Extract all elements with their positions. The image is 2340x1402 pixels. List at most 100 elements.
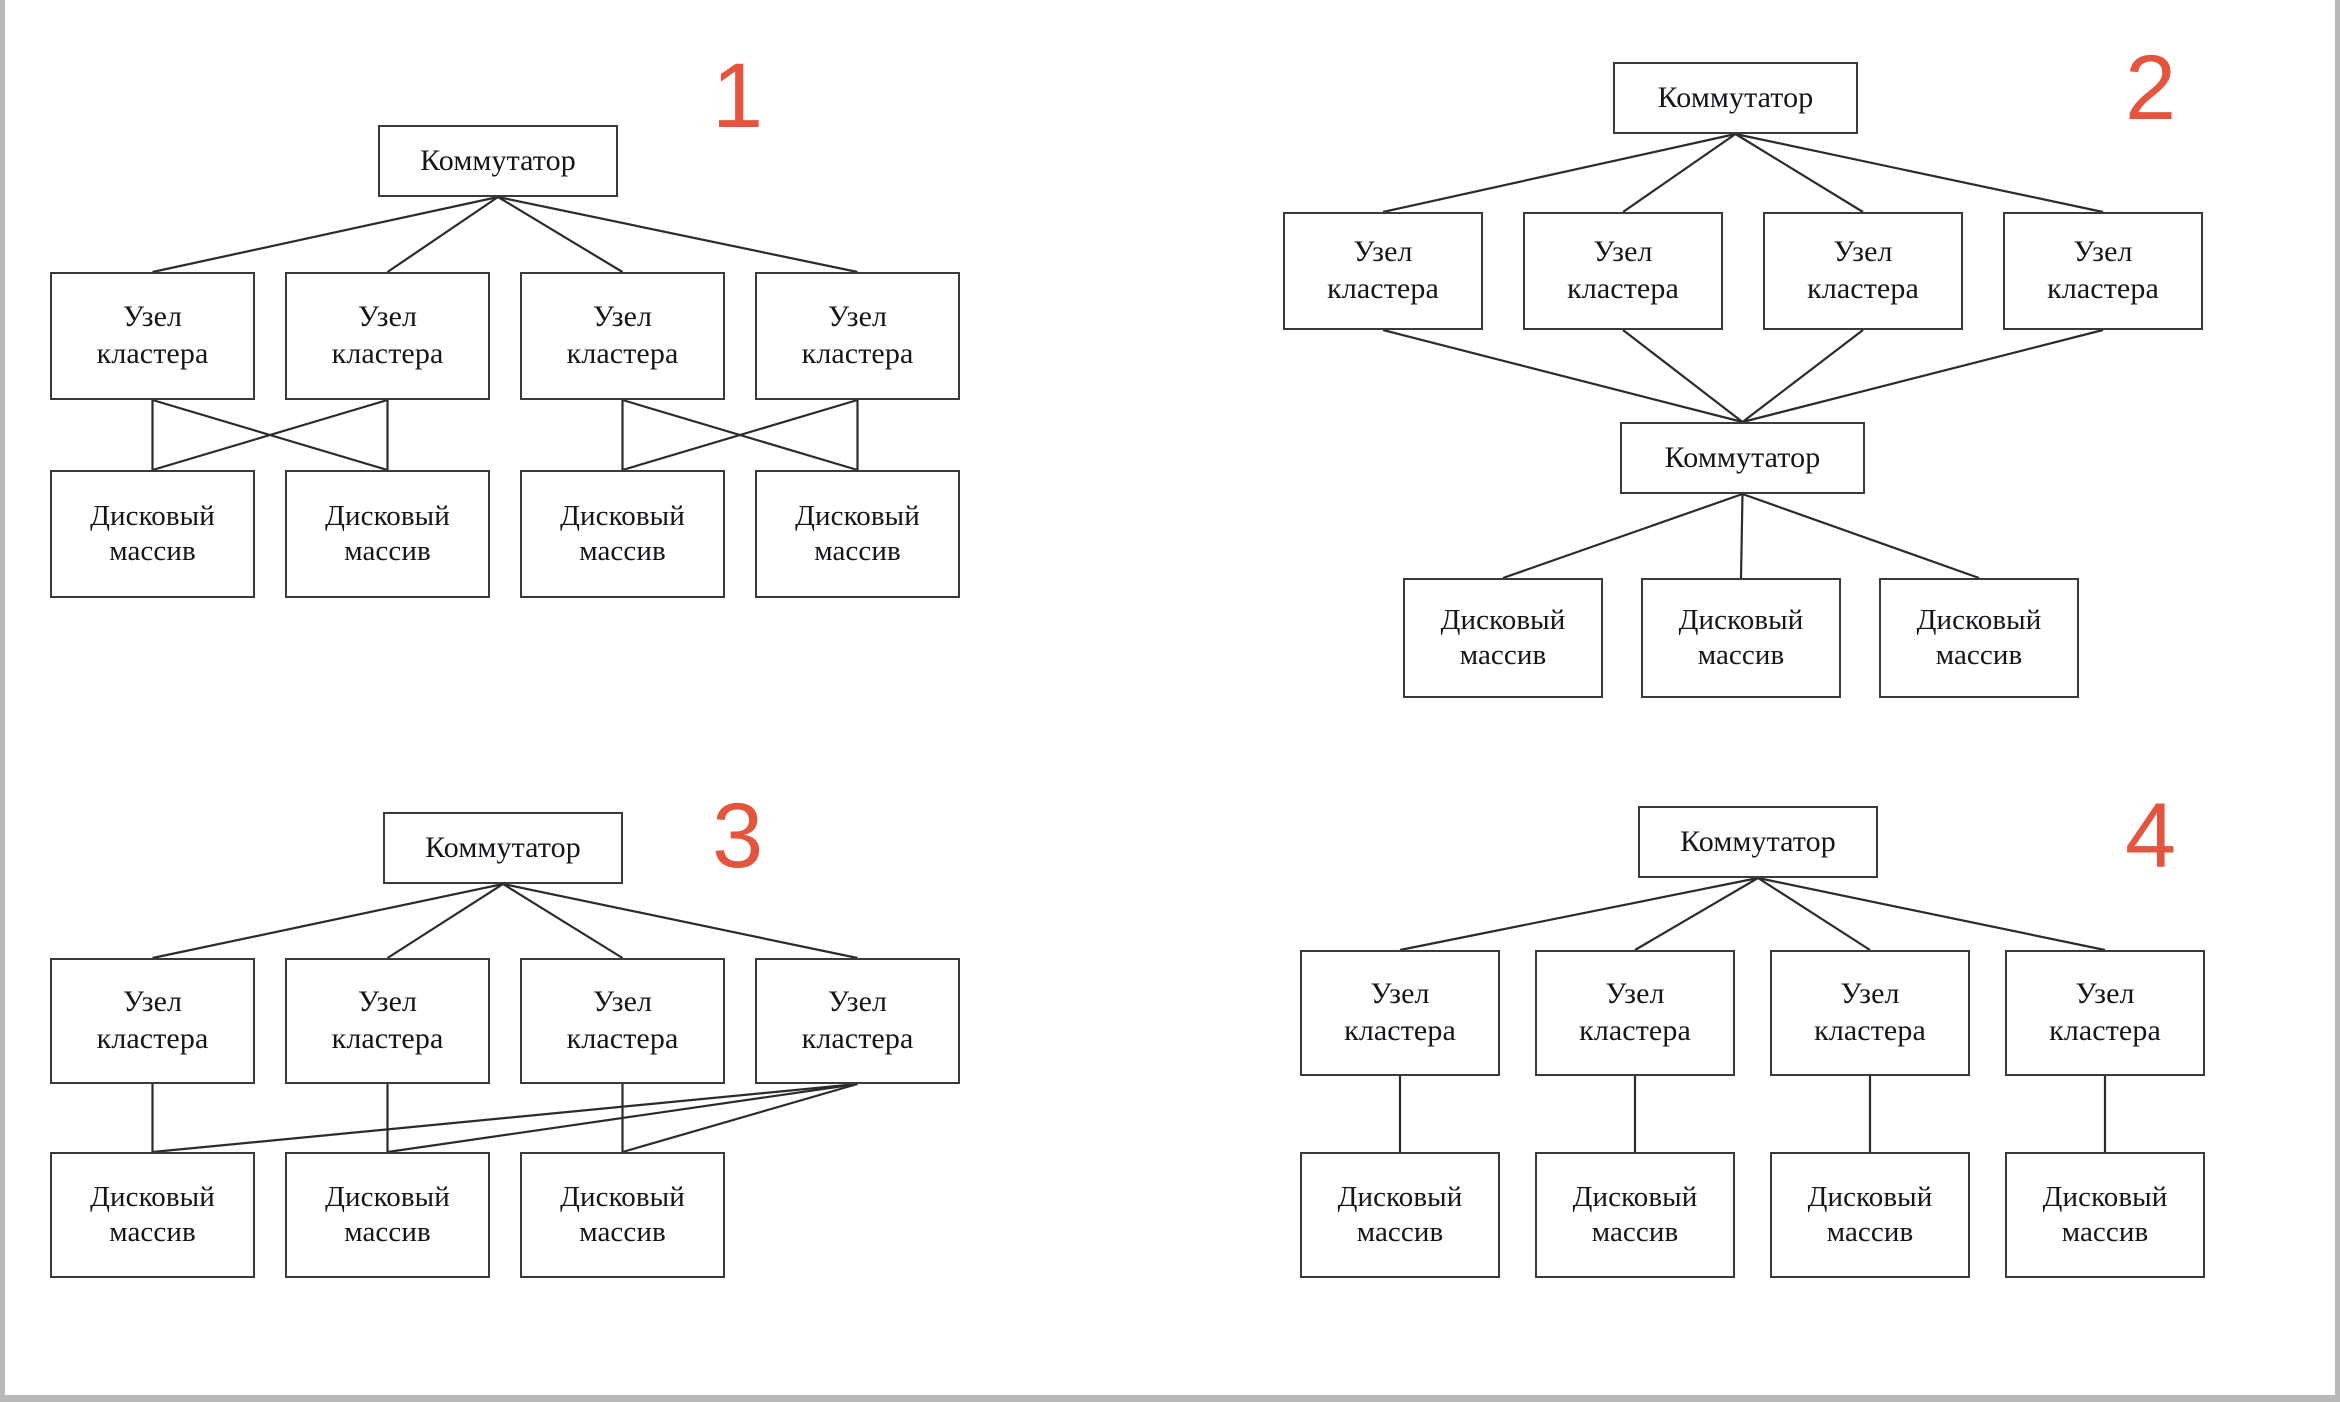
node-label-line2: кластера xyxy=(801,337,914,370)
node-label-line2: кластера xyxy=(1567,272,1679,305)
disk-label-line1: Дисковый xyxy=(560,1180,685,1213)
switch-label: Коммутатор xyxy=(1680,824,1836,858)
node-label-line2: кластера xyxy=(1327,272,1439,305)
disk-label-line1: Дисковый xyxy=(1678,603,1804,636)
panel-4-node-2: Узел кластера xyxy=(1535,950,1735,1076)
switch-label: Коммутатор xyxy=(1657,80,1814,114)
disk-label-line1: Дисковый xyxy=(1572,1180,1698,1213)
panel-4-node-1: Узел кластера xyxy=(1300,950,1500,1076)
disk-label-line2: массив xyxy=(814,535,901,567)
disk-label-line1: Дисковый xyxy=(1440,603,1566,636)
disk-label-line1: Дисковый xyxy=(2042,1180,2168,1213)
node-label-line1: Узел xyxy=(1353,235,1413,269)
disk-label-line2: массив xyxy=(1935,639,2023,671)
panel-2-connections xyxy=(1382,132,2104,580)
panel-3-disk-3: Дисковый массив xyxy=(520,1152,725,1278)
disk-label-line2: массив xyxy=(1591,1216,1679,1248)
panel-1-disk-2: Дисковый массив xyxy=(285,470,490,598)
panel-4-disk-4: Дисковый массив xyxy=(2005,1152,2205,1278)
panel-3-disk-2: Дисковый массив xyxy=(285,1152,490,1278)
diagram-panel-2: 2 Коммутатор Узел кластера Узел кластера… xyxy=(1255,0,2340,740)
disk-label-line1: Дисковый xyxy=(325,1180,450,1213)
panel-1-disk-1: Дисковый массив xyxy=(50,470,255,598)
panel-3-node-4: Узел кластера xyxy=(755,958,960,1084)
node-label-line1: Узел xyxy=(1833,235,1893,269)
diagram-panel-3: 3 Коммутатор Узел кластера Узел кластера… xyxy=(0,770,1060,1402)
node-label-line1: Узел xyxy=(827,300,888,334)
panel-1-disk-4: Дисковый массив xyxy=(755,470,960,598)
node-label-line2: кластера xyxy=(2047,272,2159,305)
panel-1-disk-3: Дисковый массив xyxy=(520,470,725,598)
node-label-line2: кластера xyxy=(331,337,444,370)
panel-3-node-1: Узел кластера xyxy=(50,958,255,1084)
node-label-line1: Узел xyxy=(1593,235,1653,269)
panel-number-2: 2 xyxy=(2125,37,2177,139)
panel-1-switch-1: Коммутатор xyxy=(378,125,618,197)
panel-2-switch-2: Коммутатор xyxy=(1620,422,1865,494)
panel-3-connections xyxy=(151,882,858,1154)
node-label-line2: кластера xyxy=(801,1022,914,1055)
panel-4-node-3: Узел кластера xyxy=(1770,950,1970,1076)
panel-2-disk-1: Дисковый массив xyxy=(1403,578,1603,698)
disk-label-line2: массив xyxy=(1826,1216,1914,1248)
node-label-line1: Узел xyxy=(1370,977,1430,1011)
diagram-panel-1: 1 Коммутатор Узел кластера Узел кластера… xyxy=(0,0,1060,650)
disk-label-line1: Дисковый xyxy=(1916,603,2042,636)
switch-label: Коммутатор xyxy=(1664,440,1821,474)
node-label-line2: кластера xyxy=(331,1022,444,1055)
disk-label-line2: массив xyxy=(344,1216,431,1248)
panel-1-node-3: Узел кластера xyxy=(520,272,725,400)
panel-3-switch-1: Коммутатор xyxy=(383,812,623,884)
panel-2-switch-1: Коммутатор xyxy=(1613,62,1858,134)
node-label-line2: кластера xyxy=(1807,272,1919,305)
node-label-line1: Узел xyxy=(357,300,418,334)
disk-label-line1: Дисковый xyxy=(1337,1180,1463,1213)
disk-label-line2: массив xyxy=(2061,1216,2149,1248)
panel-4-disk-1: Дисковый массив xyxy=(1300,1152,1500,1278)
panel-number-3: 3 xyxy=(712,785,764,887)
node-label-line2: кластера xyxy=(96,337,209,370)
disk-label-line2: массив xyxy=(1356,1216,1444,1248)
panel-2-node-1: Узел кластера xyxy=(1283,212,1483,330)
panel-number-1: 1 xyxy=(712,45,764,147)
panel-4-disk-2: Дисковый массив xyxy=(1535,1152,1735,1278)
node-label-line2: кластера xyxy=(566,1022,679,1055)
disk-label-line2: массив xyxy=(1459,639,1547,671)
panel-1-node-1: Узел кластера xyxy=(50,272,255,400)
node-label-line1: Узел xyxy=(1605,977,1665,1011)
node-label-line1: Узел xyxy=(357,985,418,1019)
panel-3-disk-1: Дисковый массив xyxy=(50,1152,255,1278)
disk-label-line1: Дисковый xyxy=(795,499,920,532)
disk-label-line1: Дисковый xyxy=(90,1180,215,1213)
panel-4-disk-3: Дисковый массив xyxy=(1770,1152,1970,1278)
panel-4-connections xyxy=(1398,876,2107,1152)
disk-label-line2: массив xyxy=(1697,639,1785,671)
node-label-line2: кластера xyxy=(566,337,679,370)
node-label-line1: Узел xyxy=(1840,977,1900,1011)
panel-4-node-4: Узел кластера xyxy=(2005,950,2205,1076)
node-label-line2: кластера xyxy=(2049,1014,2161,1047)
node-label-line2: кластера xyxy=(1814,1014,1926,1047)
switch-label: Коммутатор xyxy=(420,143,576,177)
panel-1-node-4: Узел кластера xyxy=(755,272,960,400)
disk-label-line2: массив xyxy=(579,1216,666,1248)
switch-label: Коммутатор xyxy=(425,830,581,864)
disk-label-line1: Дисковый xyxy=(90,499,215,532)
node-label-line1: Узел xyxy=(592,300,653,334)
panel-2-disk-3: Дисковый массив xyxy=(1879,578,2079,698)
node-label-line1: Узел xyxy=(2075,977,2135,1011)
panel-4-switch-1: Коммутатор xyxy=(1638,806,1878,878)
node-label-line1: Узел xyxy=(827,985,888,1019)
disk-label-line2: массив xyxy=(109,1216,196,1248)
disk-label-line1: Дисковый xyxy=(325,499,450,532)
panel-1-node-2: Узел кластера xyxy=(285,272,490,400)
disk-label-line2: массив xyxy=(344,535,431,567)
disk-label-line1: Дисковый xyxy=(560,499,685,532)
diagram-panel-4: 4 Коммутатор Узел кластера Узел кластера… xyxy=(1255,770,2340,1402)
node-label-line1: Узел xyxy=(592,985,653,1019)
node-label-line1: Узел xyxy=(122,300,183,334)
node-label-line1: Узел xyxy=(122,985,183,1019)
panel-3-node-2: Узел кластера xyxy=(285,958,490,1084)
node-label-line2: кластера xyxy=(96,1022,209,1055)
panel-3-node-3: Узел кластера xyxy=(520,958,725,1084)
